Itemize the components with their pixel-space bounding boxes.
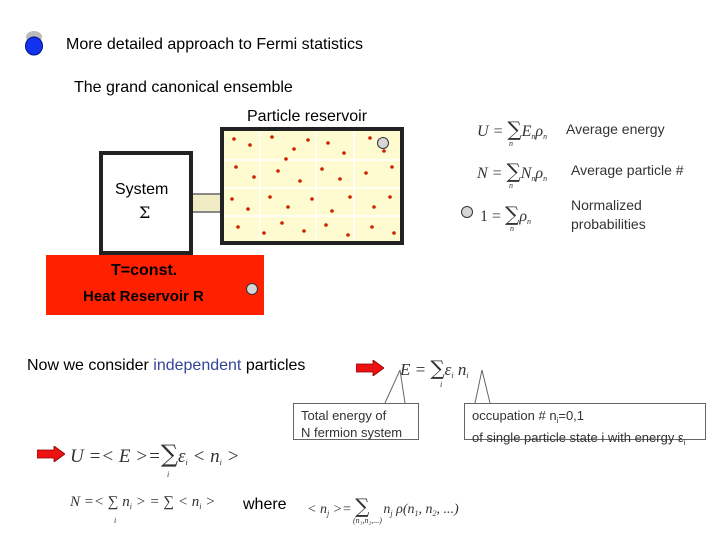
average-energy-label: Average energy [566,121,665,137]
particle-circle-icon [377,137,389,149]
N-average-formula: N =< ∑ ni > = ∑ < ni > i [70,494,216,525]
normalized-label-1: Normalized [571,197,642,213]
system-reservoir-channel [193,193,221,213]
subtitle: The grand canonical ensemble [74,79,293,96]
bullet-icon [25,31,43,56]
energy-equation: U = ∑Enρn n [477,117,548,148]
energy-sum-equation: E = ∑εi ni i [400,356,469,389]
U-average-formula: U =< E >=∑εi < ni > i [70,440,240,479]
average-particle-label: Average particle # [571,162,684,178]
normalized-label-2: probabilities [571,216,646,232]
heat-reservoir-condition: T=const. [111,262,178,279]
occupation-callout: occupation # ni=0,1 of single particle s… [464,403,706,447]
heat-reservoir-box [46,255,264,315]
total-energy-callout: Total energy of N fermion system [293,403,419,440]
page-title: More detailed approach to Fermi statisti… [66,36,364,53]
nj-average-formula: < nj >= ∑ nj ρ(n1, n2, ...) (n₁,n₂,...) [307,494,459,525]
heat-circle-icon [246,283,258,295]
system-symbol: Σ [139,203,151,222]
where-label: where [243,496,287,513]
heat-reservoir-label: Heat Reservoir R [83,288,204,305]
independent-particles-text: Now we consider independent particles [27,357,306,374]
red-arrow-icon-2 [37,446,65,462]
particle-reservoir-box [220,127,404,245]
normalization-equation: 1 = ∑ρn n [480,202,531,233]
independent-highlight: independent [153,357,242,374]
normalization-circle-icon [461,206,473,218]
callout-pointer-left [384,370,406,404]
particle-equation: N = ∑Nnρn n [477,159,548,190]
reservoir-particles [224,131,400,241]
red-arrow-icon [356,360,384,376]
system-box [99,151,193,255]
particle-reservoir-label: Particle reservoir [247,108,368,125]
system-label: System [115,181,169,198]
callout-pointer-right [474,370,491,404]
